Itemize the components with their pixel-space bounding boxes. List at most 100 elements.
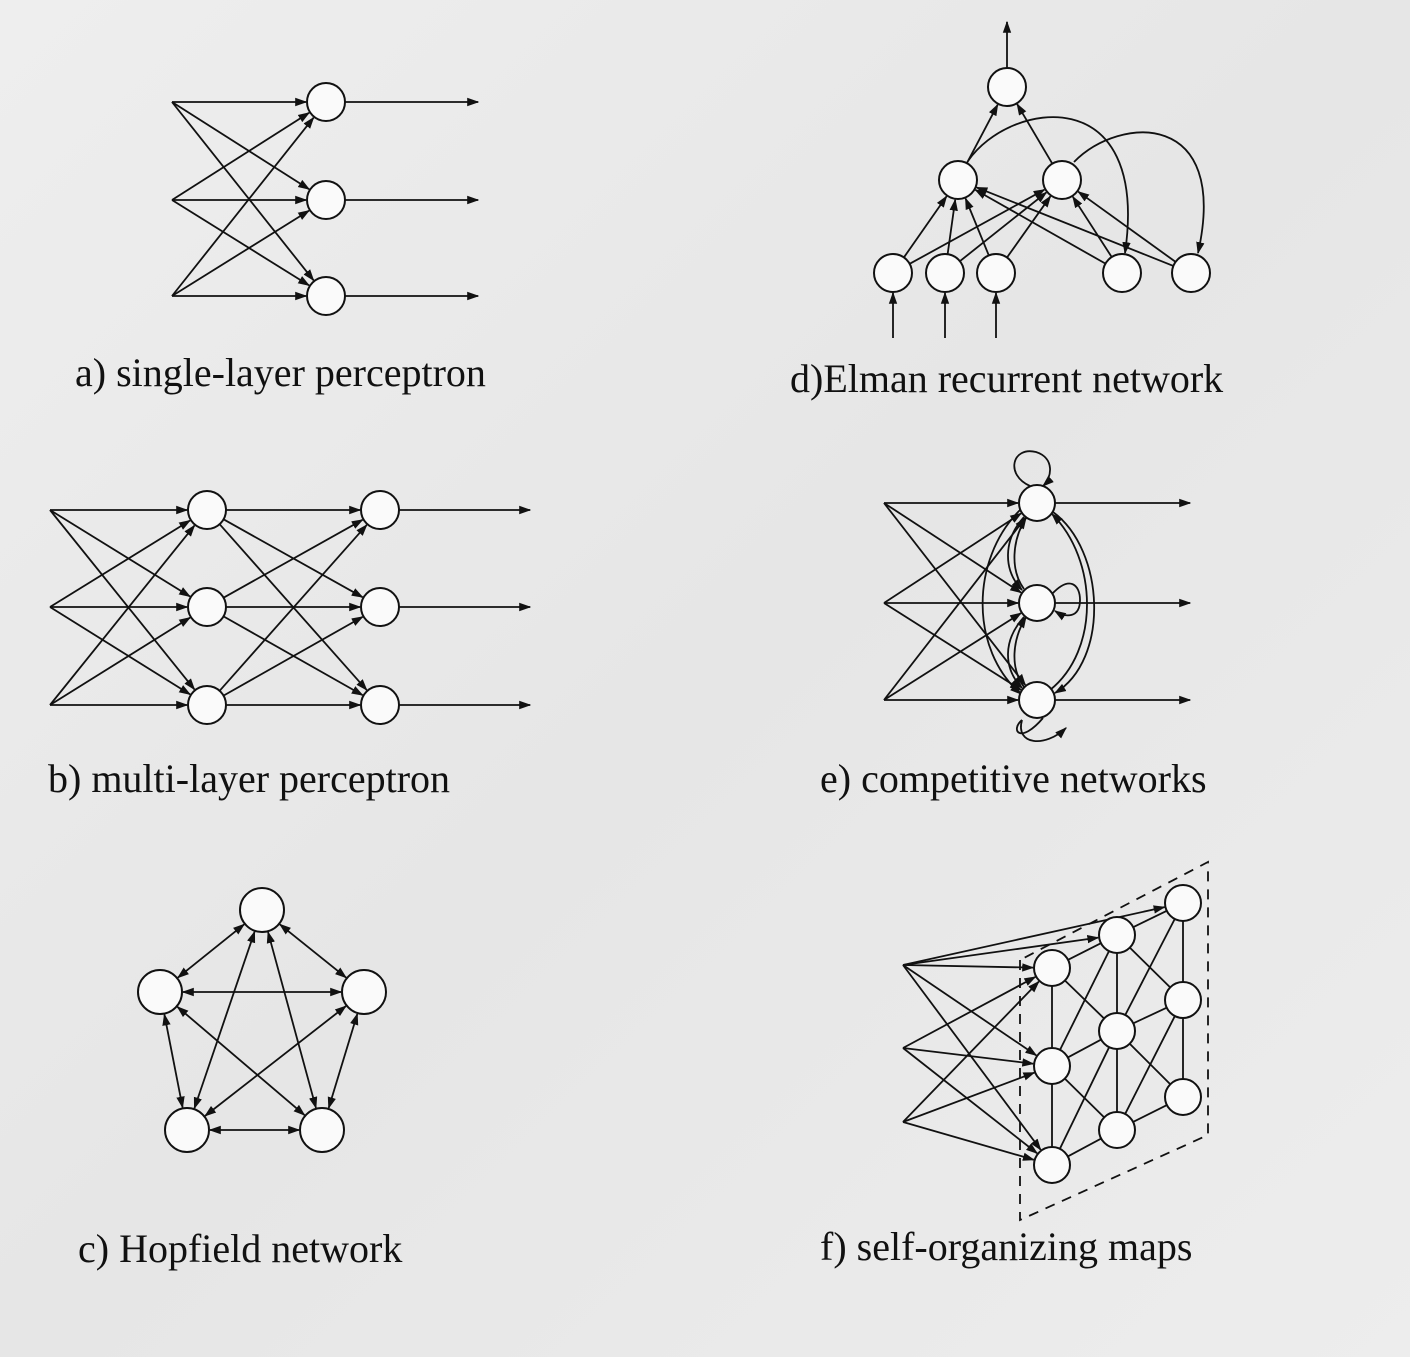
output-neuron bbox=[306, 82, 346, 122]
lateral-connection-arrow bbox=[981, 509, 1022, 695]
input-connection-arrow bbox=[49, 606, 192, 696]
map-neuron bbox=[1033, 1047, 1071, 1085]
input-connection-arrow bbox=[883, 502, 1027, 686]
map-neuron bbox=[1164, 1078, 1202, 1116]
input-connection-arrow bbox=[171, 116, 315, 297]
input-connection-arrow bbox=[902, 1121, 1035, 1161]
output-neuron bbox=[360, 587, 400, 627]
context-copy-arrow bbox=[1073, 131, 1205, 255]
caption-d: d)Elman recurrent network bbox=[790, 356, 1223, 401]
output-neuron bbox=[360, 685, 400, 725]
competitive-neuron bbox=[1018, 584, 1056, 622]
map-neuron bbox=[1033, 949, 1071, 987]
panel-single-layer-perceptron bbox=[171, 82, 480, 316]
hopfield-neuron bbox=[137, 969, 183, 1015]
lateral-connection-arrow bbox=[1052, 511, 1096, 694]
input-connection-arrow bbox=[883, 512, 1023, 604]
panel-hopfield-network bbox=[137, 887, 387, 1153]
input-connection-arrow bbox=[171, 101, 315, 282]
to-hidden-connection-arrow bbox=[1072, 195, 1113, 258]
hidden-neuron bbox=[187, 685, 227, 725]
context-neuron bbox=[1171, 253, 1211, 293]
hidden-connection-arrow bbox=[218, 524, 368, 692]
input-connection-arrow bbox=[902, 1071, 1036, 1123]
output-neuron bbox=[306, 276, 346, 316]
to-hidden-connection-arrow bbox=[903, 195, 948, 258]
self-loop-arrow bbox=[1051, 582, 1081, 621]
hidden-connection-arrow bbox=[223, 518, 364, 599]
hidden-connection-arrow bbox=[223, 616, 364, 697]
caption-a: a) single-layer perceptron bbox=[75, 350, 486, 395]
output-neuron bbox=[360, 490, 400, 530]
input-connection-arrow bbox=[171, 111, 311, 201]
input-neuron bbox=[873, 253, 913, 293]
input-connection-arrow bbox=[49, 509, 196, 691]
to-hidden-connection-arrow bbox=[975, 186, 1174, 267]
panel-elman-recurrent-network bbox=[873, 20, 1211, 338]
input-connection-arrow bbox=[883, 612, 1022, 701]
to-hidden-connection-arrow bbox=[964, 197, 990, 256]
input-neuron bbox=[976, 253, 1016, 293]
to-hidden-connection-arrow bbox=[959, 191, 1048, 262]
hidden-neuron bbox=[1042, 160, 1082, 200]
context-copy-arrow bbox=[967, 116, 1131, 255]
input-connection-arrow bbox=[883, 502, 1023, 594]
to-hidden-connection-arrow bbox=[1006, 195, 1052, 259]
caption-e: e) competitive networks bbox=[820, 756, 1207, 801]
lateral-connection-arrow bbox=[1049, 513, 1088, 691]
map-lattice-edge bbox=[1132, 1006, 1168, 1025]
hidden-neuron bbox=[938, 160, 978, 200]
map-neuron bbox=[1098, 916, 1136, 954]
hidden-neuron bbox=[187, 587, 227, 627]
self-loop-arrow bbox=[1013, 450, 1054, 487]
input-neuron bbox=[925, 253, 965, 293]
panel-competitive-networks bbox=[883, 450, 1192, 742]
input-connection-arrow bbox=[171, 101, 311, 191]
map-lattice-edge bbox=[1124, 918, 1176, 1016]
map-lattice-edge bbox=[1132, 910, 1168, 928]
input-connection-arrow bbox=[902, 980, 1040, 1123]
input-connection-arrow bbox=[171, 209, 311, 297]
input-connection-arrow bbox=[171, 199, 311, 287]
panel-multi-layer-perceptron bbox=[49, 490, 532, 725]
bidirectional-connection-arrow bbox=[327, 1012, 359, 1110]
caption-c: c) Hopfield network bbox=[78, 1226, 402, 1271]
map-neuron bbox=[1098, 1012, 1136, 1050]
input-connection-arrow bbox=[49, 616, 192, 706]
map-lattice-edge bbox=[1132, 1104, 1168, 1123]
map-neuron bbox=[1098, 1111, 1136, 1149]
panel-self-organizing-maps bbox=[902, 860, 1209, 1222]
input-connection-arrow bbox=[49, 524, 196, 706]
hidden-to-output-arrow bbox=[966, 103, 999, 164]
hopfield-neuron bbox=[341, 969, 387, 1015]
hidden-neuron bbox=[187, 490, 227, 530]
input-connection-arrow bbox=[883, 517, 1027, 701]
self-loop-arrow bbox=[1016, 717, 1044, 735]
map-lattice-edge bbox=[1124, 1015, 1176, 1115]
lateral-connection-arrow bbox=[1013, 516, 1027, 590]
input-connection-arrow bbox=[902, 976, 1037, 1049]
input-connection-arrow bbox=[902, 934, 1100, 966]
map-lattice-edge bbox=[1059, 950, 1110, 1051]
self-loop-arrow bbox=[1020, 719, 1067, 742]
input-connection-arrow bbox=[902, 1047, 1039, 1155]
hidden-to-output-arrow bbox=[1016, 103, 1054, 165]
lateral-connection-arrow bbox=[1013, 615, 1027, 688]
competitive-neuron bbox=[1018, 681, 1056, 719]
map-neuron bbox=[1164, 884, 1202, 922]
input-connection-arrow bbox=[902, 964, 1038, 1057]
map-lattice-edge bbox=[1067, 1137, 1102, 1158]
map-lattice-edge bbox=[1067, 942, 1102, 961]
input-connection-arrow bbox=[49, 509, 192, 598]
input-connection-arrow bbox=[902, 963, 1035, 972]
to-hidden-connection-arrow bbox=[974, 189, 1106, 265]
competitive-neuron bbox=[1018, 484, 1056, 522]
input-connection-arrow bbox=[883, 602, 1022, 691]
caption-f: f) self-organizing maps bbox=[820, 1224, 1192, 1269]
caption-b: b) multi-layer perceptron bbox=[48, 756, 450, 801]
context-neuron bbox=[1102, 253, 1142, 293]
map-neuron bbox=[1033, 1146, 1071, 1184]
output-neuron bbox=[987, 67, 1027, 107]
